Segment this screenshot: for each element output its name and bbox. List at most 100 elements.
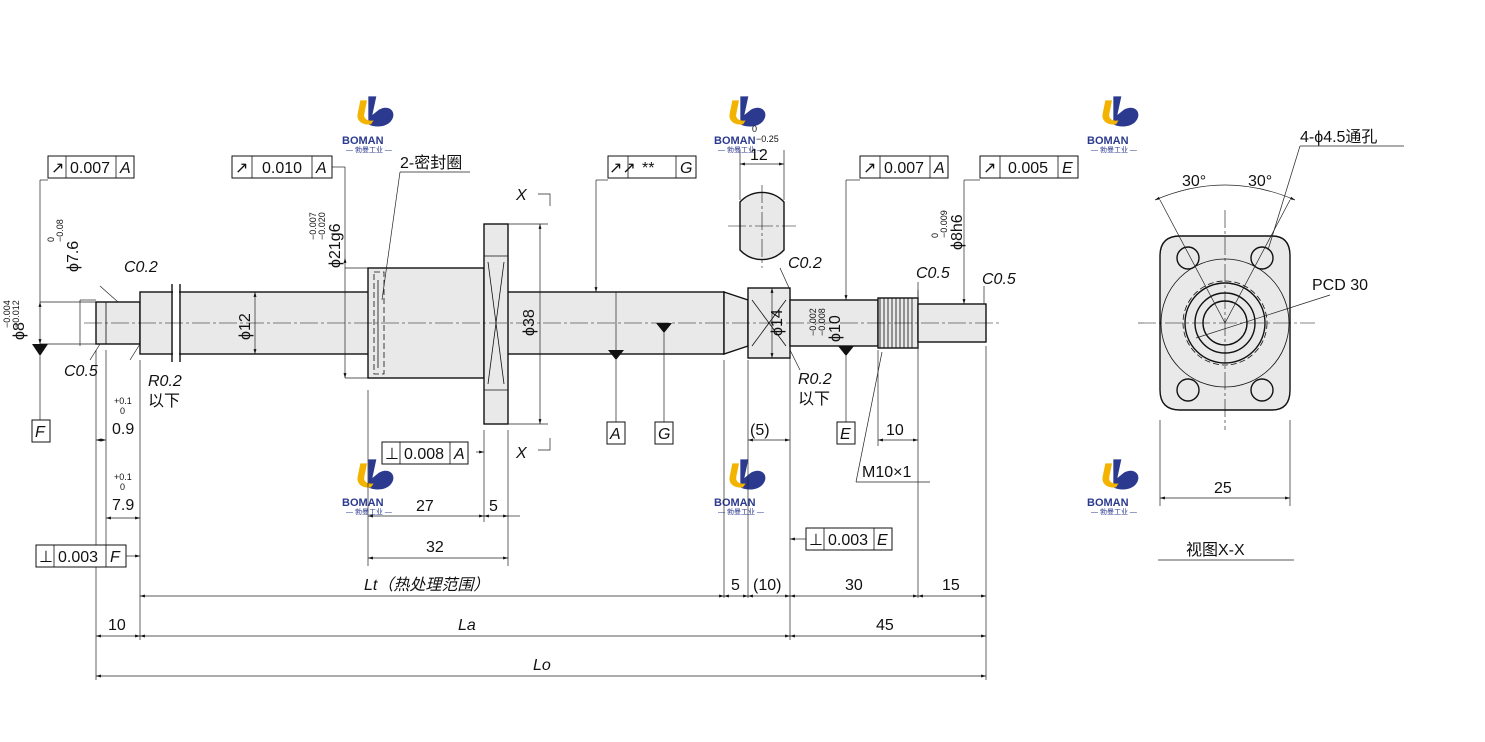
svg-text:— 勃曼工业 —: — 勃曼工业 —: [718, 145, 764, 154]
svg-text:BOMAN: BOMAN: [1087, 135, 1129, 147]
svg-text:0.005: 0.005: [1008, 160, 1048, 177]
dim-79-tol-top: +0.1: [114, 472, 132, 482]
logo-mid-left: BOMAN — 勃曼工业 —: [342, 459, 394, 516]
svg-text:↗: ↗: [983, 160, 996, 177]
svg-text:↗: ↗: [863, 160, 876, 177]
dim-5: 5: [489, 498, 498, 515]
datum-markers: [594, 179, 672, 422]
nut-dims: [253, 171, 551, 566]
view-xx: [1138, 145, 1404, 561]
datum-f-box: [31, 419, 51, 443]
svg-text:BOMAN: BOMAN: [342, 497, 384, 509]
label-c02-right: C0.2: [788, 255, 822, 272]
dim-12: 12: [750, 147, 768, 164]
svg-text:0.007: 0.007: [70, 160, 110, 177]
dim-la: La: [458, 617, 476, 634]
holes-label: 4-ϕ4.5通孔: [1300, 128, 1377, 146]
svg-text:— 勃曼工业 —: — 勃曼工业 —: [346, 507, 392, 516]
logo-top-left: BOMAN — 勃曼工业 —: [342, 96, 394, 154]
svg-text:— 勃曼工业 —: — 勃曼工业 —: [718, 507, 764, 516]
label-below-right: 以下: [798, 391, 830, 408]
dim-10: 10: [108, 617, 126, 634]
gdt-runout-left: ↗ 0.007 A: [47, 155, 135, 179]
label-thread: M10×1: [862, 464, 911, 481]
dim-d8-tol-bot: −0.012: [11, 300, 21, 328]
dim-45: 45: [876, 617, 894, 634]
dim-d21-tol-bot: −0.020: [317, 212, 327, 240]
gdt-runout-g: ↗↗ ** G: [607, 155, 697, 179]
dim-09-tol-bot: 0: [120, 406, 125, 416]
datum-g: G: [658, 426, 670, 443]
dim-15: 15: [942, 577, 960, 594]
svg-text:F: F: [110, 549, 121, 566]
label-c05-left: C0.5: [64, 363, 98, 380]
datum-f: F: [35, 424, 46, 441]
svg-text:A: A: [119, 160, 131, 177]
dim-d76: ϕ7.6: [65, 241, 82, 272]
label-seal: 2-密封圈: [400, 154, 462, 172]
left-dims: [32, 179, 141, 680]
dim-12-tol-bot: −0.25: [756, 134, 779, 144]
svg-text:E: E: [1062, 160, 1073, 177]
dim-d8h6-tol-bot: −0.009: [939, 210, 949, 238]
svg-text:↗: ↗: [51, 160, 64, 177]
svg-text:BOMAN: BOMAN: [342, 135, 384, 147]
dim-d14: ϕ14: [769, 309, 786, 336]
label-c02-left: C0.2: [124, 259, 158, 276]
logo-mid-center: BOMAN — 勃曼工业 —: [714, 459, 766, 516]
angle-30-right: 30°: [1248, 173, 1272, 190]
dim-5-paren: (5): [750, 422, 770, 439]
logo-top-center: BOMAN — 勃曼工业 —: [714, 96, 766, 154]
label-below-left: 以下: [148, 393, 180, 410]
dim-d21: ϕ21g6: [327, 223, 344, 268]
gdt-runout-right2: ↗ 0.005 E: [979, 155, 1079, 179]
view-label: 视图X-X: [1186, 541, 1245, 559]
gdt-perp-e: ⊥ 0.003 E: [805, 527, 893, 551]
label-r02-left: R0.2: [148, 373, 182, 390]
dim-12-tol-top: 0: [752, 124, 757, 134]
dim-d10-tol-bot: −0.008: [817, 308, 827, 336]
dim-79-tol-bot: 0: [120, 482, 125, 492]
datum-e-box: [836, 421, 856, 445]
logo-top-right: BOMAN — 勃曼工业 —: [1087, 96, 1139, 154]
dim-d76-tol-bot: −0.08: [55, 219, 65, 242]
dim-lt: Lt（热处理范围）: [364, 576, 489, 594]
svg-text:⊥: ⊥: [39, 549, 53, 566]
svg-text:BOMAN: BOMAN: [714, 497, 756, 509]
svg-text:⊥: ⊥: [385, 446, 399, 463]
dim-d10-tol-top: −0.002: [808, 308, 818, 336]
dim-d10: ϕ10: [827, 315, 844, 342]
svg-text:A: A: [315, 160, 327, 177]
logo-mid-right: BOMAN — 勃曼工业 —: [1087, 459, 1139, 516]
svg-text:0.008: 0.008: [404, 446, 444, 463]
gdt-runout-nut: ↗ 0.010 A: [231, 155, 346, 180]
gdt-runout-right1: ↗ 0.007 A: [859, 155, 949, 179]
svg-text:**: **: [642, 160, 654, 177]
dcut-view: [728, 150, 796, 268]
dim-30: 30: [845, 577, 863, 594]
label-c05-right1: C0.5: [916, 265, 950, 282]
dim-d21-tol-top: −0.007: [308, 212, 318, 240]
svg-text:0.007: 0.007: [884, 160, 924, 177]
svg-text:0.010: 0.010: [262, 160, 302, 177]
dim-09: 0.9: [112, 421, 134, 438]
section-x-bottom: X: [515, 445, 528, 462]
label-c05-right2: C0.5: [982, 271, 1016, 288]
datum-a: A: [609, 426, 621, 443]
dim-79: 7.9: [112, 497, 134, 514]
dim-lo: Lo: [533, 657, 551, 674]
dim-d8h6: ϕ8h6: [949, 214, 966, 250]
right-dims: [723, 179, 987, 680]
svg-text:BOMAN: BOMAN: [714, 135, 756, 147]
gdt-perp-f: ⊥ 0.003 F: [35, 544, 127, 568]
dim-d38: ϕ38: [521, 309, 538, 336]
datum-a-box: [606, 421, 626, 445]
svg-text:BOMAN: BOMAN: [1087, 497, 1129, 509]
svg-text:A: A: [933, 160, 945, 177]
dim-10-thread: 10: [886, 422, 904, 439]
dim-d8h6-tol-top: 0: [930, 233, 940, 238]
pcd-label: PCD 30: [1312, 277, 1368, 294]
dim-5-bottom: 5: [731, 577, 740, 594]
svg-text:— 勃曼工业 —: — 勃曼工业 —: [1091, 145, 1137, 154]
